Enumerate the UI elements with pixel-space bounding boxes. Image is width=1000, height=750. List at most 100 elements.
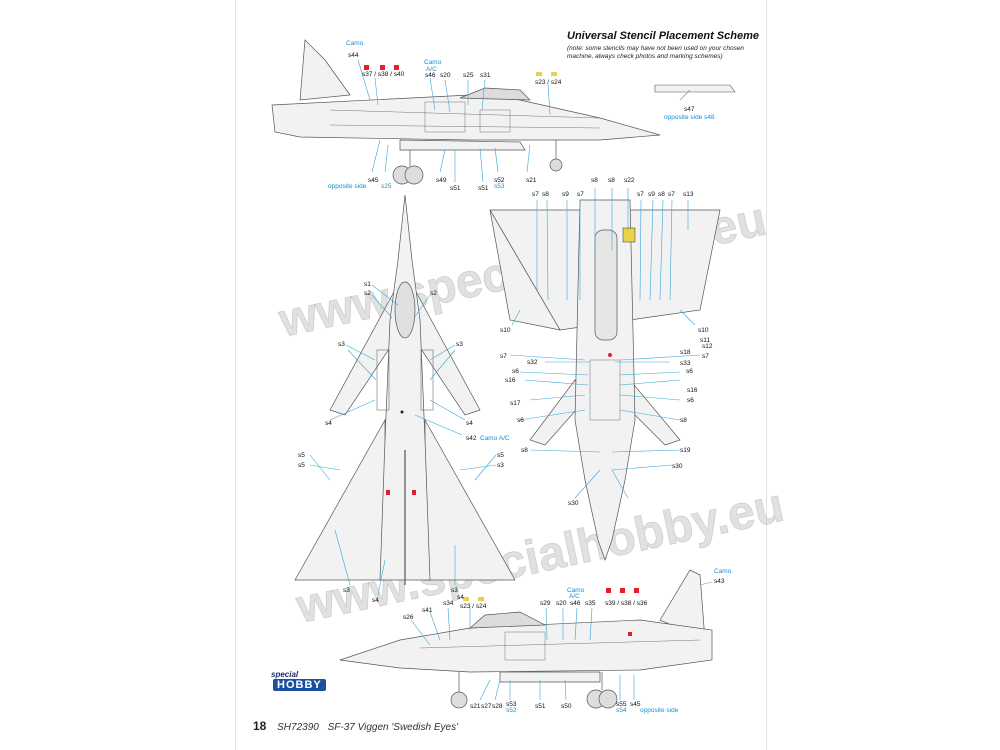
svg-text:s7: s7 — [668, 191, 675, 198]
stencil-marks-lower — [608, 227, 636, 357]
svg-text:s3: s3 — [451, 587, 458, 594]
svg-text:s5: s5 — [497, 452, 504, 459]
svg-text:s18: s18 — [680, 349, 691, 356]
svg-text:s6: s6 — [687, 397, 694, 404]
leader-lines-bottom — [410, 581, 713, 701]
svg-text:s30: s30 — [672, 463, 683, 470]
labels-side-top: Camo s44 s37 / s38 / s40 Camo A/C s46 s2… — [328, 40, 715, 192]
svg-text:s47: s47 — [684, 106, 695, 113]
svg-text:s51: s51 — [478, 185, 489, 192]
svg-text:s45: s45 — [630, 701, 641, 708]
svg-text:s5: s5 — [298, 462, 305, 469]
logo-text-hobby: HOBBY — [273, 679, 326, 691]
svg-text:s21: s21 — [470, 703, 481, 710]
side-view-top — [271, 39, 661, 185]
pod-detail — [654, 84, 736, 93]
svg-text:s46: s46 — [425, 72, 436, 79]
svg-text:s7: s7 — [500, 353, 507, 360]
svg-text:s7: s7 — [532, 191, 539, 198]
svg-text:s8: s8 — [591, 177, 598, 184]
svg-text:s39 / s38 / s36: s39 / s38 / s36 — [605, 600, 648, 607]
leader-lines-upper — [309, 284, 497, 596]
svg-text:s20: s20 — [440, 72, 451, 79]
svg-text:s34: s34 — [443, 600, 454, 607]
svg-text:s33: s33 — [680, 360, 691, 367]
svg-text:s6: s6 — [517, 417, 524, 424]
svg-text:s1: s1 — [364, 281, 371, 288]
upper-plan-view — [294, 194, 516, 585]
svg-text:s4: s4 — [466, 420, 473, 427]
label-s37-s38-s40: s37 / s38 / s40 — [362, 71, 405, 78]
svg-text:s7: s7 — [702, 353, 709, 360]
svg-text:s54: s54 — [616, 707, 627, 714]
stencil-note: (note: some stencils may have not been u… — [567, 45, 745, 61]
svg-text:s8: s8 — [608, 177, 615, 184]
svg-text:s27: s27 — [481, 703, 492, 710]
svg-text:s13: s13 — [683, 191, 694, 198]
page-number: 18 — [253, 719, 267, 733]
product-name: SF-37 Viggen 'Swedish Eyes' — [327, 722, 458, 733]
svg-text:s53: s53 — [494, 183, 505, 190]
svg-text:s19: s19 — [680, 447, 691, 454]
svg-text:s3: s3 — [338, 341, 345, 348]
svg-text:s22: s22 — [624, 177, 635, 184]
label-s44: s44 — [348, 52, 359, 59]
svg-text:s42: s42 — [466, 435, 477, 442]
svg-text:s21: s21 — [526, 177, 537, 184]
svg-text:s52: s52 — [494, 177, 505, 184]
svg-text:s31: s31 — [480, 72, 491, 79]
svg-text:s53: s53 — [506, 701, 517, 708]
svg-text:s10: s10 — [500, 327, 511, 334]
svg-text:s35: s35 — [585, 600, 596, 607]
svg-text:s51: s51 — [535, 703, 546, 710]
svg-text:s51: s51 — [450, 185, 461, 192]
product-code: SH72390 — [277, 722, 319, 733]
svg-text:s55: s55 — [616, 701, 627, 708]
svg-text:s10: s10 — [698, 327, 709, 334]
svg-text:s29: s29 — [540, 600, 551, 607]
logo-text-special: special — [271, 670, 299, 679]
svg-text:s25: s25 — [381, 183, 392, 190]
svg-text:s5: s5 — [298, 452, 305, 459]
stencil-marks-top — [364, 65, 557, 76]
svg-text:s3: s3 — [456, 341, 463, 348]
stencil-marks-upper — [386, 410, 416, 495]
svg-text:s16: s16 — [505, 377, 516, 384]
page-title: Universal Stencil Placement Scheme — [567, 30, 759, 42]
svg-text:s7: s7 — [637, 191, 644, 198]
side-view-bottom — [339, 569, 713, 709]
svg-text:s23 / s24: s23 / s24 — [460, 603, 487, 610]
svg-text:s16: s16 — [687, 387, 698, 394]
svg-text:s28: s28 — [492, 703, 503, 710]
svg-text:s4: s4 — [457, 594, 464, 601]
svg-text:s8: s8 — [521, 447, 528, 454]
svg-text:s9: s9 — [648, 191, 655, 198]
labels-upper-view: s1 s2 s2 s3 s3 s4 s4 s42 Camo A/C s5 s5 … — [298, 281, 510, 604]
svg-text:Camo: Camo — [424, 59, 442, 66]
svg-text:s2: s2 — [364, 290, 371, 297]
svg-text:opposite side s48: opposite side s48 — [664, 114, 715, 121]
stencil-marks-bottom — [463, 588, 639, 636]
leader-lines-top — [357, 59, 691, 183]
svg-text:s4: s4 — [325, 420, 332, 427]
svg-text:s52: s52 — [506, 707, 517, 714]
svg-text:Camo A/C: Camo A/C — [480, 435, 510, 442]
svg-text:Camo: Camo — [567, 587, 585, 594]
svg-text:s2: s2 — [430, 290, 437, 297]
svg-text:s9: s9 — [562, 191, 569, 198]
svg-text:opposite side: opposite side — [640, 707, 679, 714]
svg-text:s8: s8 — [542, 191, 549, 198]
svg-text:s20: s20 — [556, 600, 567, 607]
leader-lines-lower — [509, 188, 701, 499]
svg-text:s23 / s24: s23 / s24 — [535, 79, 562, 86]
lower-plan-view — [489, 199, 721, 562]
svg-text:s6: s6 — [686, 368, 693, 375]
svg-text:s6: s6 — [512, 368, 519, 375]
svg-text:s12: s12 — [702, 343, 713, 350]
svg-text:s32: s32 — [527, 359, 538, 366]
svg-text:s43: s43 — [714, 578, 725, 585]
labels-lower-view: s7 s8 s9 s7 s8 s8 s22 s7 s9 s8 s7 s13 s1… — [500, 177, 713, 507]
svg-text:s41: s41 — [422, 607, 433, 614]
svg-text:s25: s25 — [463, 72, 474, 79]
